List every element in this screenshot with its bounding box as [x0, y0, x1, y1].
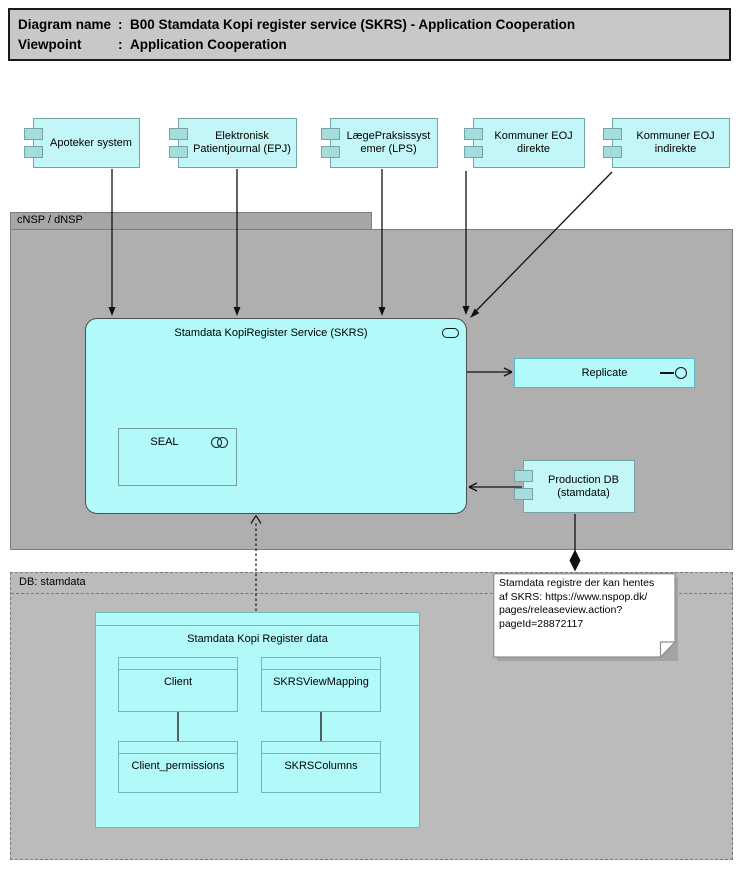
- component-icon: [514, 461, 534, 512]
- component-production-db[interactable]: Production DB (stamdata): [514, 460, 635, 513]
- interface-replicate-label: Replicate: [581, 367, 628, 379]
- group-db-stamdata-label: DB: stamdata: [19, 576, 86, 588]
- table-client-permissions-label: Client_permissions: [131, 760, 225, 772]
- table-skrscolumns[interactable]: SKRSColumns: [261, 741, 381, 793]
- table-client-label: Client: [163, 676, 193, 688]
- component-apoteker-system[interactable]: Apoteker system: [24, 118, 140, 168]
- viewpoint-value: Application Cooperation: [130, 37, 287, 52]
- diagram-name-label: Diagram name: [18, 17, 112, 32]
- component-kommuner-eoj-indirekte[interactable]: Kommuner EOJ indirekte: [603, 118, 730, 168]
- application-service-icon: [442, 328, 459, 338]
- data-object-label: Stamdata Kopi Register data: [187, 633, 328, 645]
- component-kommuner-eoj-direkte[interactable]: Kommuner EOJ direkte: [464, 118, 585, 168]
- data-object-band: [119, 742, 237, 754]
- component-epj[interactable]: Elektronisk Patientjournal (EPJ): [169, 118, 297, 168]
- component-epj-label: Elektronisk Patientjournal (EPJ): [193, 130, 291, 155]
- element-seal[interactable]: SEAL: [118, 428, 237, 486]
- data-object-stamdata-kopi-register-data[interactable]: Stamdata Kopi Register data: [95, 612, 420, 828]
- table-skrsviewmapping[interactable]: SKRSViewMapping: [261, 657, 381, 712]
- data-object-band: [96, 613, 419, 626]
- table-skrscolumns-label: SKRSColumns: [284, 760, 358, 772]
- group-cnsp-dnsp-tab[interactable]: cNSP / dNSP: [10, 212, 372, 230]
- table-client-permissions[interactable]: Client_permissions: [118, 741, 238, 793]
- component-icon: [169, 119, 189, 167]
- component-icon: [464, 119, 484, 167]
- group-cnsp-dnsp-label: cNSP / dNSP: [17, 214, 83, 226]
- collaboration-icon: [211, 437, 229, 448]
- diagram-name-row: Diagram name : B00 Stamdata Kopi registe…: [18, 15, 721, 35]
- component-kommuner-eoj-direkte-label: Kommuner EOJ direkte: [494, 130, 573, 155]
- data-object-band: [262, 742, 380, 754]
- note-stamdata-registre[interactable]: Stamdata registre der kan hentes af SKRS…: [493, 573, 676, 658]
- note-text: Stamdata registre der kan hentes af SKRS…: [499, 577, 655, 630]
- data-object-band: [262, 658, 380, 670]
- component-icon: [24, 119, 44, 167]
- component-kommuner-eoj-indirekte-label: Kommuner EOJ indirekte: [636, 130, 715, 155]
- data-object-band: [119, 658, 237, 670]
- element-seal-label: SEAL: [150, 436, 179, 448]
- service-skrs-label: Stamdata KopiRegister Service (SKRS): [174, 327, 368, 339]
- interface-replicate[interactable]: Replicate: [514, 358, 695, 388]
- component-icon: [321, 119, 341, 167]
- diagram-title-block: Diagram name : B00 Stamdata Kopi registe…: [8, 8, 731, 61]
- component-apoteker-system-label: Apoteker system: [50, 136, 132, 149]
- group-db-stamdata-divider: [11, 593, 732, 594]
- interface-icon: [660, 367, 687, 379]
- component-lps[interactable]: LægePraksissystemer (LPS): [321, 118, 438, 168]
- viewpoint-row: Viewpoint : Application Cooperation: [18, 35, 721, 55]
- table-client[interactable]: Client: [118, 657, 238, 712]
- diagram-name-value: B00 Stamdata Kopi register service (SKRS…: [130, 17, 576, 32]
- component-production-db-label: Production DB (stamdata): [548, 473, 619, 499]
- table-skrsviewmapping-label: SKRSViewMapping: [273, 676, 369, 688]
- note-outline: [493, 573, 676, 658]
- viewpoint-separator: :: [118, 37, 123, 52]
- diagram-name-separator: :: [118, 17, 123, 32]
- component-lps-label: LægePraksissystemer (LPS): [346, 130, 431, 155]
- viewpoint-label: Viewpoint: [18, 37, 82, 52]
- component-icon: [603, 119, 623, 167]
